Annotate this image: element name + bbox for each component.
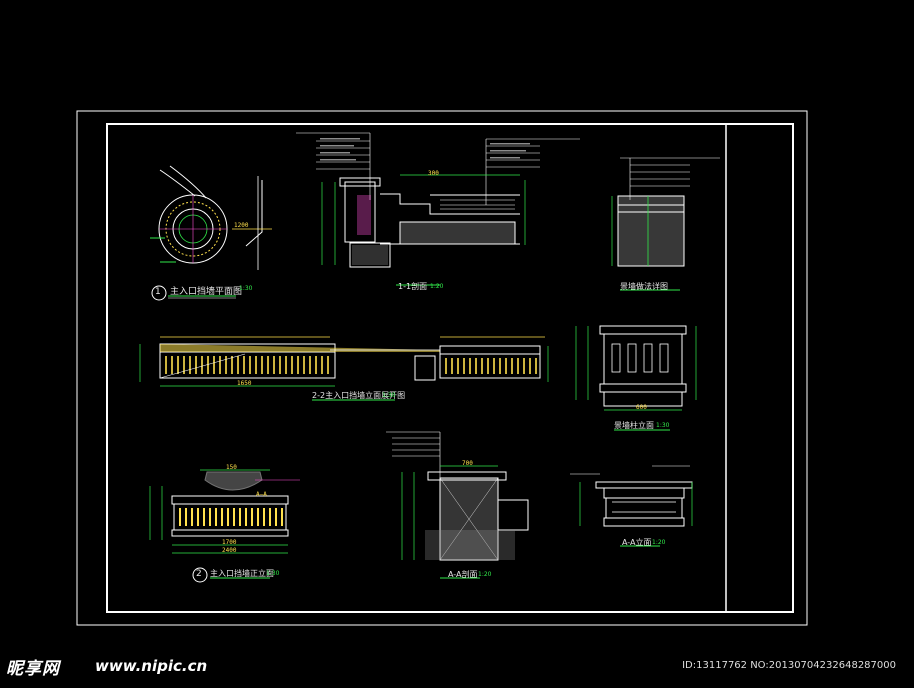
section-1-1-view [296,132,580,286]
column-elevation-scale: 1:30 [656,422,670,429]
section-cut-label: A—A [256,491,267,498]
dim-label: 300 [428,170,439,177]
section-1-1-scale: 1:20 [430,283,444,290]
section-1-1-title: 1-1剖面 [398,282,428,291]
front-elevation-scale: 1:30 [266,570,280,577]
plan-title: 主入口挡墙平面图 [170,287,243,297]
dim-label: 700 [462,460,473,467]
long-elevation-title: 2-2主入口挡墙立面展开图 [312,391,406,400]
inner-sheet-frame [106,123,794,613]
elevation-a-a-view [570,465,693,547]
dim-label: 600 [636,404,647,411]
dim-label: 1700 [222,539,237,546]
long-elevation-view [139,336,549,401]
plan-view-circular [150,165,272,270]
front-elevation-view [149,469,300,579]
plan-scale: 1:30 [239,285,253,292]
dim-label: 2400 [222,547,237,554]
long-elevation-scale: 1:30 [382,392,396,399]
front-elevation-title: 主入口挡墙正立面 [210,569,274,578]
plan-marker-number: 1 [155,287,161,297]
section-a-a-title: A-A剖面 [448,570,478,579]
section-a-a-scale: 1:20 [478,571,492,578]
wall-detail-view [611,157,720,291]
watermark-id: ID:13117762 NO:20130704232648287000 [682,660,896,671]
front-marker-circle [192,567,208,583]
outer-sheet-frame [76,110,808,626]
elevation-a-a-scale: 1:20 [652,539,666,546]
section-a-a-view [386,431,529,579]
hedge-detail-title: 景墙做法详图 [620,282,668,291]
dim-label: 1650 [237,380,252,387]
watermark-url: www.nipic.cn [95,657,208,675]
dim-label: 1200 [234,222,249,229]
column-elevation-title: 景墙柱立面 [614,421,654,430]
front-marker-number: 2 [196,569,202,579]
elevation-a-a-title: A-A立面 [622,538,652,547]
watermark-logo: 昵享网 [6,659,60,679]
plan-marker-circle [151,285,167,301]
dim-label: 150 [226,464,237,471]
column-elevation-view [575,325,697,431]
